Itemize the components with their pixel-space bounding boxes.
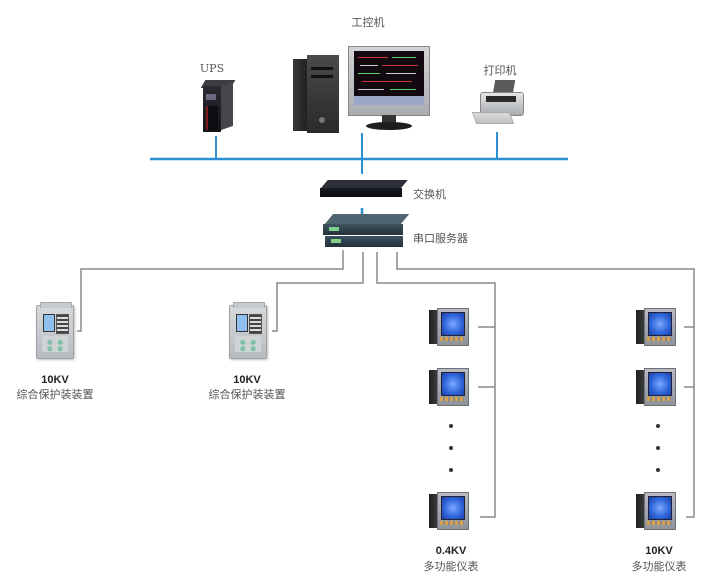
multifunction-meter-icon[interactable] bbox=[636, 308, 676, 348]
meters-10kv-voltage: 10KV bbox=[645, 545, 673, 557]
ellipsis-dot bbox=[656, 468, 660, 472]
industrial-pc-monitor-icon[interactable] bbox=[348, 46, 430, 132]
switch-icon[interactable] bbox=[320, 180, 408, 200]
protection-relay-icon[interactable] bbox=[36, 302, 74, 359]
wire-relay-1 bbox=[77, 250, 344, 332]
multifunction-meter-icon[interactable] bbox=[429, 308, 469, 348]
ups-icon[interactable] bbox=[197, 80, 236, 134]
meters-04kv-label: 多功能仪表 bbox=[423, 560, 479, 573]
ellipsis-dot bbox=[656, 424, 660, 428]
wire-relay-2 bbox=[272, 252, 364, 332]
multifunction-meter-icon[interactable] bbox=[636, 368, 676, 408]
relay-2-voltage: 10KV bbox=[233, 374, 261, 386]
multifunction-meter-icon[interactable] bbox=[429, 492, 469, 532]
multifunction-meter-icon[interactable] bbox=[429, 368, 469, 408]
relay-2-label: 综合保护装装置 bbox=[208, 388, 286, 401]
relay-1-label: 综合保护装装置 bbox=[16, 388, 94, 401]
printer-icon[interactable] bbox=[471, 80, 526, 128]
protection-relay-icon[interactable] bbox=[229, 302, 267, 359]
multifunction-meter-icon[interactable] bbox=[636, 492, 676, 532]
industrial-pc-tower-icon[interactable] bbox=[293, 55, 341, 133]
ellipsis-dot bbox=[656, 446, 660, 450]
switch-label: 交换机 bbox=[413, 188, 446, 201]
ups-label: UPS bbox=[199, 62, 225, 75]
industrial-pc-label: 工控机 bbox=[351, 16, 385, 29]
ellipsis-dot bbox=[449, 468, 453, 472]
meters-10kv-label: 多功能仪表 bbox=[631, 560, 687, 573]
relay-1-voltage: 10KV bbox=[41, 374, 69, 386]
printer-label: 打印机 bbox=[483, 64, 517, 77]
serial-server-icon[interactable] bbox=[323, 214, 410, 250]
ellipsis-dot bbox=[449, 446, 453, 450]
serial-server-label: 串口服务器 bbox=[413, 232, 468, 245]
wire-meters-04kv bbox=[376, 252, 496, 518]
wire-meters-10kv bbox=[396, 252, 695, 518]
ellipsis-dot bbox=[449, 424, 453, 428]
meters-04kv-voltage: 0.4KV bbox=[435, 545, 467, 557]
